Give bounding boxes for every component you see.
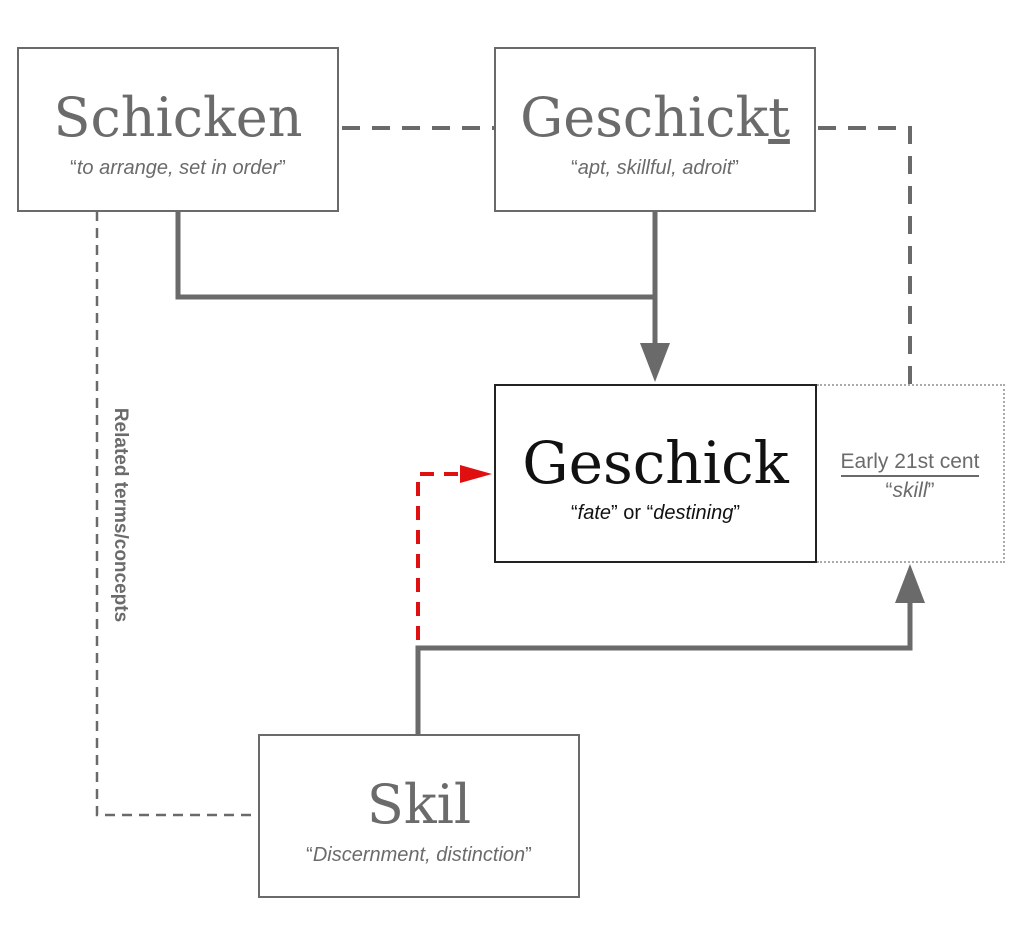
era-label: Early 21st cent (840, 450, 980, 477)
dashed-link-geschickt-early (818, 126, 912, 384)
node-meaning: “Discernment, distinction” (306, 844, 532, 866)
related-terms-label: Related terms/concepts (110, 407, 131, 623)
node-title: Skil (366, 773, 472, 836)
node-title: Schicken (53, 86, 303, 149)
node-schicken: Schicken “to arrange, set in order” (17, 47, 339, 212)
node-meaning: “to arrange, set in order” (70, 157, 286, 179)
red-arrowhead-icon (460, 465, 492, 483)
node-geschick: Geschick “fate” or “destining” (494, 384, 817, 563)
node-early-21st-century: Early 21st cent “skill” (817, 384, 1005, 563)
arrowhead-down-icon (640, 343, 670, 382)
node-title: Geschickt (520, 86, 790, 149)
node-meaning: “apt, skillful, adroit” (571, 157, 739, 179)
node-title: Geschick (522, 429, 789, 497)
solid-link-schicken (175, 211, 655, 300)
era-meaning: “skill” (885, 479, 935, 502)
node-geschickt: Geschickt “apt, skillful, adroit” (494, 47, 816, 212)
node-skil: Skil “Discernment, distinction” (258, 734, 580, 898)
red-dashed-link-skil-geschick (416, 472, 462, 640)
solid-link-skil-early (415, 600, 913, 734)
dashed-related-terms-link (95, 211, 258, 817)
arrowhead-up-icon (895, 564, 925, 603)
node-meaning: “fate” or “destining” (570, 502, 740, 524)
